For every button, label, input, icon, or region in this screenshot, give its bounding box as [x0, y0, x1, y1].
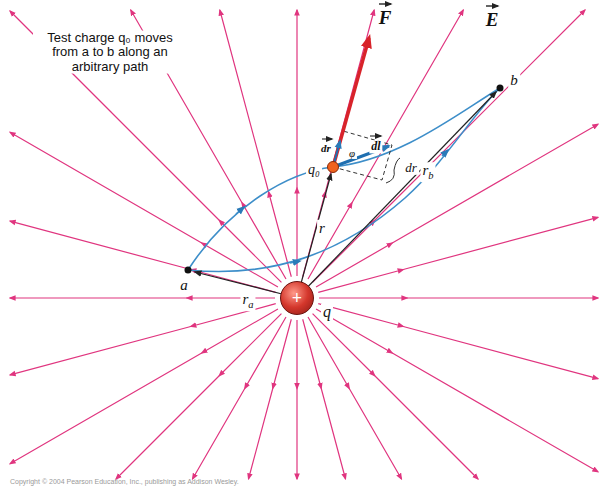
path-arrow — [236, 207, 244, 214]
field-line — [313, 10, 585, 282]
field-lines — [10, 10, 598, 479]
watermark: Copyright © 2004 Pearson Education, Inc.… — [8, 478, 241, 486]
ra-vector — [195, 272, 282, 294]
test-charge — [328, 162, 339, 173]
field-line — [296, 320, 297, 479]
charge-label: q — [321, 304, 333, 320]
vector-mark — [379, 3, 391, 4]
symbol-label: F — [377, 8, 394, 29]
point-b — [497, 85, 504, 92]
point-a — [185, 267, 192, 274]
symbol-label: b — [508, 72, 520, 89]
field-line — [10, 11, 281, 282]
field-line — [308, 317, 402, 479]
path-arrow — [442, 150, 448, 156]
symbol-label: r — [317, 220, 327, 237]
field-line — [316, 309, 598, 472]
symbol-label: dr — [403, 161, 419, 175]
symbol-label: dr — [319, 142, 333, 154]
field-line — [303, 319, 346, 479]
field-line — [10, 297, 275, 298]
vector-mark — [370, 136, 381, 137]
symbol-label: dl — [369, 140, 382, 153]
field-line — [10, 132, 278, 287]
field-line — [296, 10, 297, 276]
symbol-label: ra — [240, 291, 255, 311]
symbol-label: E — [484, 10, 501, 31]
symbol-label: φ — [347, 147, 357, 159]
point-charge: +q — [280, 281, 314, 315]
vector-mark — [486, 5, 498, 6]
vector-mark — [322, 139, 332, 140]
rb-vector — [297, 92, 496, 298]
symbol-label: q₀ — [306, 162, 322, 177]
field-line — [313, 314, 478, 479]
field-line — [308, 10, 463, 279]
field-line — [319, 297, 598, 298]
r-vector — [297, 174, 331, 298]
field-line — [10, 304, 276, 375]
field-line — [193, 317, 287, 479]
field-line — [10, 221, 276, 292]
symbol-label: rb — [420, 162, 435, 182]
field-line — [10, 309, 278, 464]
field-line — [318, 217, 598, 292]
field-line — [318, 304, 598, 379]
field-line — [316, 124, 598, 287]
field-line — [220, 10, 291, 277]
note-text: Test charge q₀ moves from a to b along a… — [33, 31, 187, 74]
charge-sign: + — [281, 289, 313, 307]
field-line — [116, 314, 281, 479]
field-line — [249, 319, 292, 479]
dr-bracket — [386, 158, 400, 183]
path-upper — [188, 88, 500, 270]
symbol-label: a — [178, 277, 190, 294]
force-vector — [333, 38, 369, 167]
path-lower — [188, 88, 500, 272]
path-arrow — [290, 261, 300, 263]
